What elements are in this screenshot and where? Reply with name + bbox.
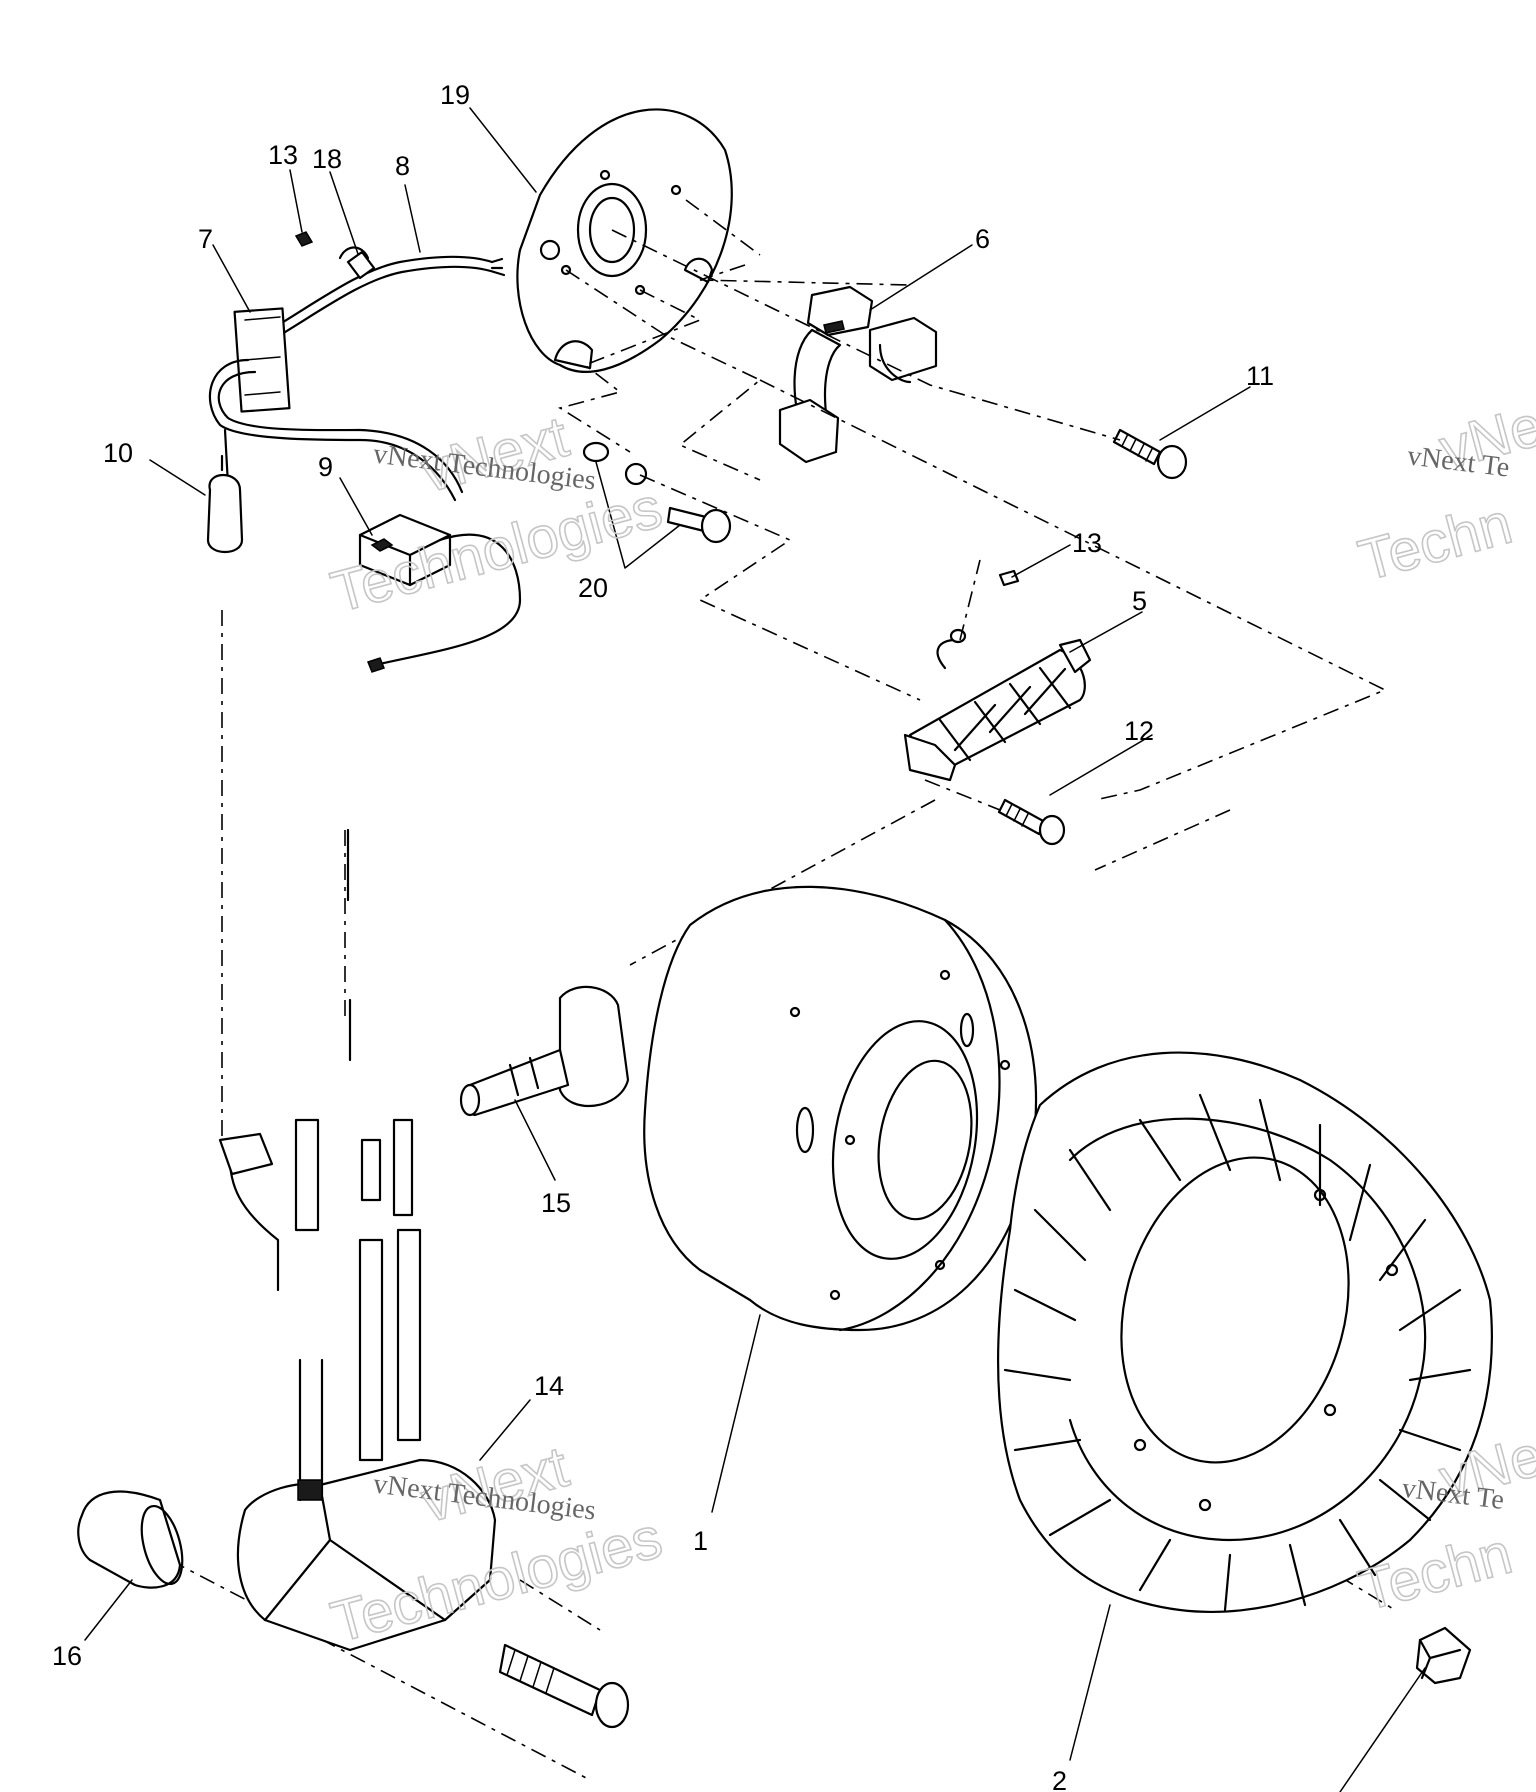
callout-6: 6 [975,224,990,254]
callout-5: 5 [1132,586,1147,616]
callout-8: 8 [395,151,410,181]
small-screw-lower [998,569,1020,587]
cooling-fan [996,1051,1493,1614]
screw-11 [1112,428,1188,480]
callout-13-top: 13 [268,140,298,170]
lighting-coil [903,628,1092,782]
wire-harness [208,246,506,502]
callout-18: 18 [312,144,342,174]
washer-bolt-set [582,441,732,544]
callout-16: 16 [52,1641,82,1671]
watermark-sub-3: Techn [1352,491,1518,594]
flywheel-rotor [643,885,1038,1332]
mounting-bolt-bottom [498,1643,630,1729]
callout-2: 2 [1052,1766,1067,1792]
callout-12: 12 [1124,716,1154,746]
callout-13-lower: 13 [1072,528,1102,558]
callout-11: 11 [1246,361,1274,391]
callout-1: 1 [693,1526,708,1556]
fan-bolt [1415,1626,1472,1685]
callout-labels: 19 13 18 8 7 6 11 10 9 20 13 5 12 15 14 … [52,80,1274,1792]
callout-10: 10 [103,438,133,468]
callout-9: 9 [318,452,333,482]
callout-7: 7 [198,224,213,254]
watermark-sub-1: Technologies [325,475,669,625]
connector-plug [206,454,244,553]
ignition-coil [218,828,497,1652]
leader-lines [84,107,1426,1792]
coil-bracket [778,285,938,464]
rubber-cap [77,1490,184,1589]
callout-19: 19 [440,80,470,110]
callout-15: 15 [541,1188,571,1218]
small-screw-top [294,231,314,247]
callout-20: 20 [578,573,608,603]
pulser-coil [358,513,522,673]
stator-plate [516,108,733,373]
callout-14: 14 [534,1371,564,1401]
screw-12 [997,798,1066,846]
spark-plug-cap [459,985,630,1117]
